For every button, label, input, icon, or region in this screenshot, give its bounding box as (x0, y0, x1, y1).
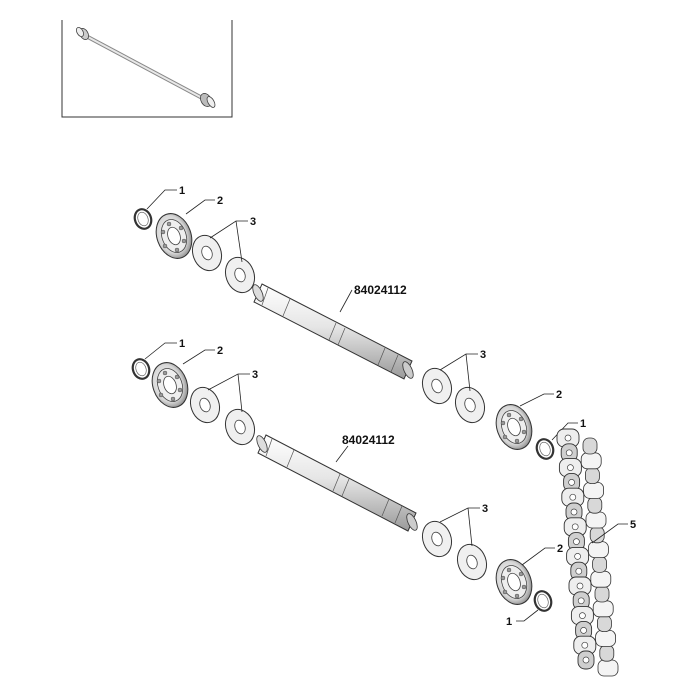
snap-ring-icon (133, 208, 153, 230)
chain-pin (565, 449, 573, 457)
washer-icon (189, 386, 221, 424)
washer-icon (456, 543, 488, 581)
leader-lines (146, 189, 578, 441)
chain-pin (580, 627, 587, 634)
chain-link (585, 467, 600, 485)
snap-ring-icon (535, 438, 555, 460)
chain-link (597, 659, 619, 677)
bearing-icon (495, 404, 533, 450)
chain-links (556, 428, 619, 677)
chain-pin (574, 553, 581, 560)
chain-link (592, 556, 607, 573)
chain-pin (564, 434, 572, 442)
leader-lines (144, 342, 555, 622)
chain-pin (573, 538, 580, 545)
callout-snap-ring: 1 (179, 338, 185, 350)
thumbnail-shaft (75, 27, 216, 108)
callout-bearing: 2 (557, 543, 563, 555)
bearing-icon (155, 213, 193, 259)
part-number-label: 84024112 (354, 283, 407, 297)
chain-link (588, 541, 609, 558)
callout-washers: 3 (250, 216, 256, 228)
callout-washers: 3 (252, 369, 258, 381)
chain-pin (579, 612, 586, 619)
washer-icon (421, 367, 453, 405)
chain-link (597, 615, 612, 632)
callout-chain: 5 (630, 519, 636, 531)
callout-snap-ring: 1 (506, 616, 512, 628)
shaft-icon (256, 434, 418, 532)
roller-chain: 5 (556, 428, 636, 677)
chain-link (595, 630, 616, 647)
washer-icon (454, 386, 486, 424)
washer-icon (421, 520, 453, 558)
callout-washers: 3 (480, 349, 486, 361)
chain-link (587, 496, 603, 514)
chain-pin (570, 508, 578, 516)
chain-link (590, 570, 612, 588)
chain-link (594, 585, 610, 603)
chain-link (580, 452, 602, 470)
chain-link (599, 644, 615, 662)
callout-snap-ring: 1 (580, 418, 586, 430)
callout-bearing: 2 (217, 195, 223, 207)
bottom-assembly: 1 2 3 84024112 3 2 1 (131, 338, 563, 628)
chain-pin (576, 582, 584, 590)
top-assembly: 1 2 3 84024112 3 2 1 (133, 185, 586, 460)
washer-icon (224, 408, 256, 446)
chain-link (583, 481, 604, 499)
chain-pin (567, 464, 574, 471)
washer-icon (191, 234, 223, 272)
snap-ring-icon (131, 358, 151, 380)
bearing-icon (495, 559, 533, 605)
callout-washers: 3 (482, 503, 488, 515)
chain-pin (569, 493, 577, 501)
chain-pin (582, 656, 590, 664)
washer-icon (224, 256, 256, 294)
chain-pin (568, 479, 575, 486)
chain-link (585, 511, 607, 529)
callout-bearing: 2 (217, 345, 223, 357)
chain-pin (581, 641, 589, 649)
callout-bearing: 2 (556, 389, 562, 401)
chain-link (592, 600, 614, 618)
chain-pin (577, 597, 585, 605)
snap-ring-icon (533, 590, 553, 612)
thumbnail-inset (61, 20, 233, 118)
chain-pin (575, 567, 583, 575)
chain-link (589, 526, 605, 544)
chain-pin (571, 523, 579, 531)
part-number-label: 84024112 (342, 433, 395, 447)
shaft-icon (252, 283, 414, 380)
callout-snap-ring: 1 (179, 185, 185, 197)
bearing-icon (151, 362, 189, 408)
chain-link (582, 437, 598, 455)
